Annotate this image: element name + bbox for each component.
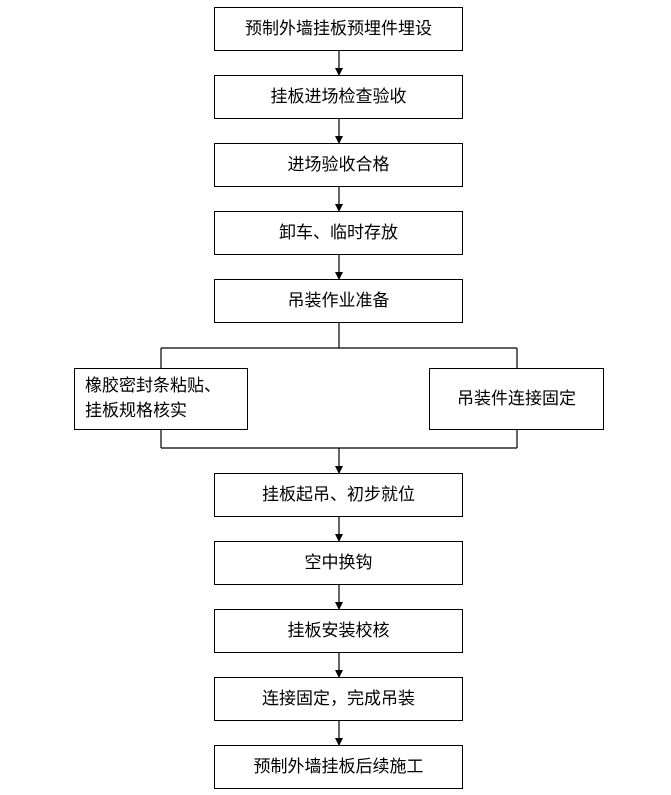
step-lifting-preparation: 吊装作业准备 [214,279,463,323]
step-label: 挂板进场检查验收 [270,86,407,107]
step-label: 进场验收合格 [287,154,390,175]
step-acceptance-passed: 进场验收合格 [214,143,463,187]
branch-seal-strip-check: 橡胶密封条粘贴、 挂板规格核实 [74,368,248,430]
branch-text: 橡胶密封条粘贴、 挂板规格核实 [85,374,221,423]
step-label: 吊装作业准备 [287,290,390,311]
step-label: 预制外墙挂板后续施工 [253,756,424,777]
branch-label: 吊装件连接固定 [457,388,576,409]
step-fix-complete: 连接固定，完成吊装 [214,677,463,721]
step-unloading-storage: 卸车、临时存放 [214,211,463,255]
step-hook-change: 空中换钩 [214,541,463,585]
step-hoist-initial-position: 挂板起吊、初步就位 [214,473,463,517]
step-follow-up-construction: 预制外墙挂板后续施工 [214,745,463,789]
step-label: 连接固定，完成吊装 [262,688,415,709]
branch-lifting-fixture: 吊装件连接固定 [429,368,604,430]
step-label: 空中换钩 [304,552,373,573]
step-label: 卸车、临时存放 [279,222,398,243]
step-label: 挂板起吊、初步就位 [262,484,415,505]
branch-line-1: 橡胶密封条粘贴、 [85,376,221,397]
step-incoming-inspection: 挂板进场检查验收 [214,75,463,119]
step-embedded-parts: 预制外墙挂板预埋件埋设 [214,7,463,51]
step-installation-check: 挂板安装校核 [214,609,463,653]
branch-line-2: 挂板规格核实 [85,401,187,421]
step-label: 预制外墙挂板预埋件埋设 [245,18,432,39]
step-label: 挂板安装校核 [287,620,390,641]
